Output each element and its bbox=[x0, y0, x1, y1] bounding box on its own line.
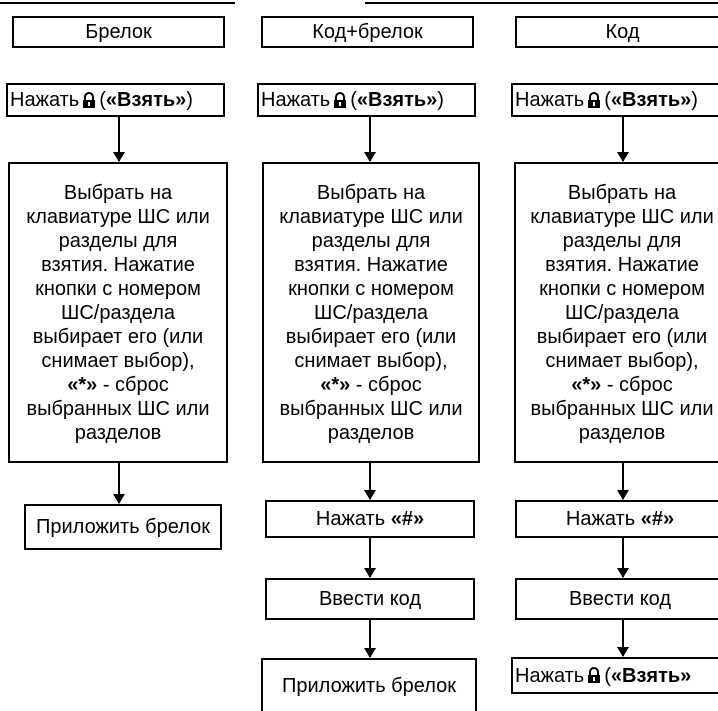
step-select-zones-code: Выбрать на клавиатуре ШС или разделы для… bbox=[514, 162, 718, 463]
step-apply-fob-code-fob: Приложить брелок bbox=[261, 658, 477, 711]
header-code: Код bbox=[515, 16, 718, 48]
step-enter-code-code-fob: Ввести код bbox=[265, 578, 475, 620]
padlock-icon bbox=[588, 91, 601, 108]
header-code-label: Код bbox=[605, 21, 640, 43]
arrow-down bbox=[364, 463, 376, 500]
padlock-icon bbox=[334, 91, 347, 108]
padlock-icon bbox=[83, 91, 96, 108]
arrow-down bbox=[364, 117, 376, 162]
arrow-down bbox=[364, 620, 376, 658]
header-fob: Брелок bbox=[12, 16, 225, 48]
arrow-down bbox=[617, 117, 629, 162]
top-divider-gap bbox=[235, 0, 365, 6]
step-press-take-fob: Нажать («Взять») bbox=[6, 83, 225, 117]
arrow-down bbox=[617, 620, 629, 657]
padlock-icon bbox=[588, 667, 601, 683]
step-press-hash-code-fob: Нажать «#» bbox=[265, 500, 475, 538]
arrow-down bbox=[617, 538, 629, 578]
step-enter-code-code: Ввести код bbox=[515, 578, 718, 620]
step-press-take-final-code: Нажать («Взять» bbox=[511, 657, 718, 694]
step-press-take-code: Нажать («Взять») bbox=[511, 83, 718, 117]
step-select-zones-fob: Выбрать на клавиатуре ШС или разделы для… bbox=[8, 162, 228, 463]
arrow-down bbox=[113, 117, 125, 162]
arrow-down bbox=[113, 463, 125, 504]
header-code-fob-label: Код+брелок bbox=[312, 21, 423, 43]
step-press-take-code-fob: Нажать («Взять») bbox=[257, 83, 476, 117]
header-code-fob: Код+брелок bbox=[261, 16, 474, 48]
step-select-zones-code-fob: Выбрать на клавиатуре ШС или разделы для… bbox=[262, 162, 480, 463]
step-apply-fob-fob: Приложить брелок bbox=[24, 504, 222, 550]
arrow-down bbox=[364, 538, 376, 578]
header-fob-label: Брелок bbox=[85, 21, 152, 43]
arrow-down bbox=[617, 463, 629, 500]
step-press-hash-code: Нажать «#» bbox=[515, 500, 718, 538]
